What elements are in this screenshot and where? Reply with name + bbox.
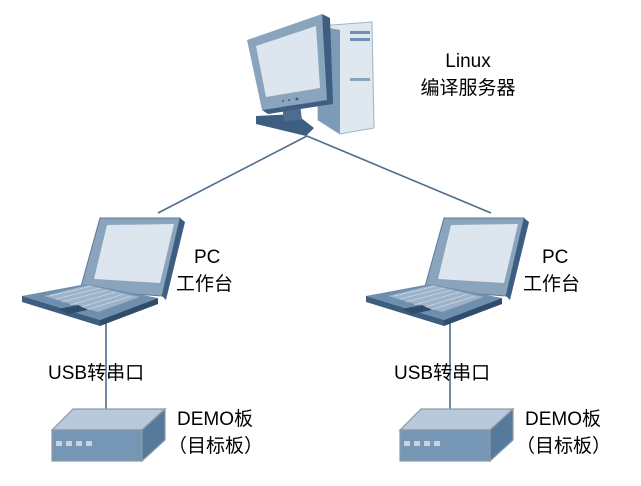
- link-left-label: USB转串口: [48, 363, 145, 384]
- device-board-icon: [50, 407, 167, 463]
- laptop-icon: [366, 217, 529, 326]
- board-left-label-subtitle: （目标板）: [168, 436, 264, 457]
- workstation-left-label-title: PC: [194, 247, 221, 268]
- board-right-label-title: DEMO板: [525, 409, 602, 430]
- workstation-left-label-subtitle: 工作台: [176, 274, 234, 295]
- workstation-right-label-subtitle: 工作台: [523, 274, 581, 295]
- board-right-label-subtitle: （目标板）: [516, 436, 612, 457]
- link-server-left: [157, 135, 308, 214]
- desktop-computer-icon: [247, 14, 375, 136]
- workstation-right-label-title: PC: [542, 247, 569, 268]
- board-left-label-title: DEMO板: [177, 409, 254, 430]
- link-right-label: USB转串口: [394, 363, 491, 384]
- server-label-title: Linux: [445, 51, 491, 72]
- laptop-icon: [22, 217, 185, 326]
- server-label-subtitle: 编译服务器: [420, 78, 516, 99]
- device-board-icon: [398, 407, 515, 463]
- link-server-right: [306, 135, 492, 214]
